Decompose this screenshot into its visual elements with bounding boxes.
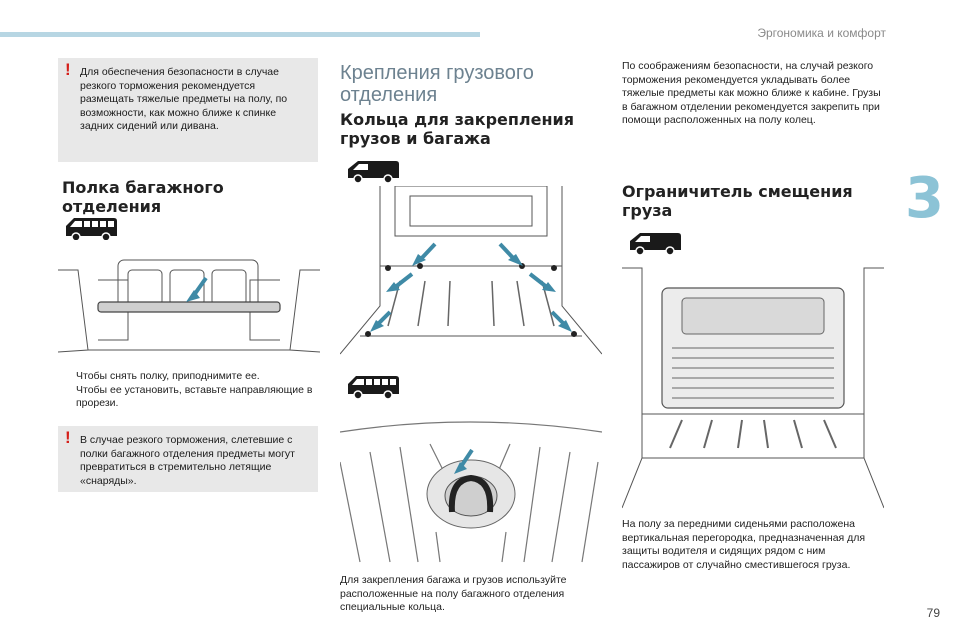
instruction-list: Чтобы снять полку, приподнимите ее. Чтоб… (62, 370, 318, 411)
caption-load-barrier: На полу за передними сиденьями расположе… (622, 518, 866, 571)
warning-box-projectiles: ! В случае резкого торможения, слетевшие… (58, 426, 318, 492)
heading-parcel-shelf: Полка багажного отделения (62, 178, 224, 216)
heading-lashing-rings: Кольца для закрепления грузов и багажа (340, 110, 575, 148)
parcel-shelf-illustration (58, 240, 320, 360)
minibus-icon (66, 218, 117, 242)
chapter-number: 3 (905, 166, 944, 231)
warning-text: Для обеспечения безопасности в случае ре… (80, 66, 288, 132)
load-barrier-illustration (622, 267, 884, 509)
heading-load-barrier: Ограничитель смещения груза (622, 182, 853, 220)
van-icon (630, 233, 681, 256)
floor-ring-closeup-illustration (340, 421, 602, 563)
intro-text-cargo-safety: По соображениям безопасности, на случай … (622, 60, 881, 126)
cargo-floor-rings-illustration (340, 186, 602, 355)
warning-icon: ! (65, 60, 71, 79)
section-title: Эргономика и комфорт (757, 26, 886, 40)
page-number: 79 (926, 606, 940, 620)
caption-lashing-rings: Для закрепления багажа и грузов использу… (340, 574, 567, 613)
section-heading-cargo-mounts: Крепления грузового отделения (340, 62, 534, 106)
warning-text: В случае резкого торможения, слетевшие с… (80, 434, 295, 487)
warning-icon: ! (65, 428, 71, 447)
minibus-icon (348, 376, 399, 400)
list-item: Чтобы снять полку, приподнимите ее. (76, 370, 260, 382)
warning-box-weight: ! Для обеспечения безопасности в случае … (58, 58, 318, 162)
header-accent-bar (0, 32, 480, 37)
list-item: Чтобы ее установить, вставьте направляющ… (76, 383, 313, 410)
van-icon (348, 161, 399, 184)
